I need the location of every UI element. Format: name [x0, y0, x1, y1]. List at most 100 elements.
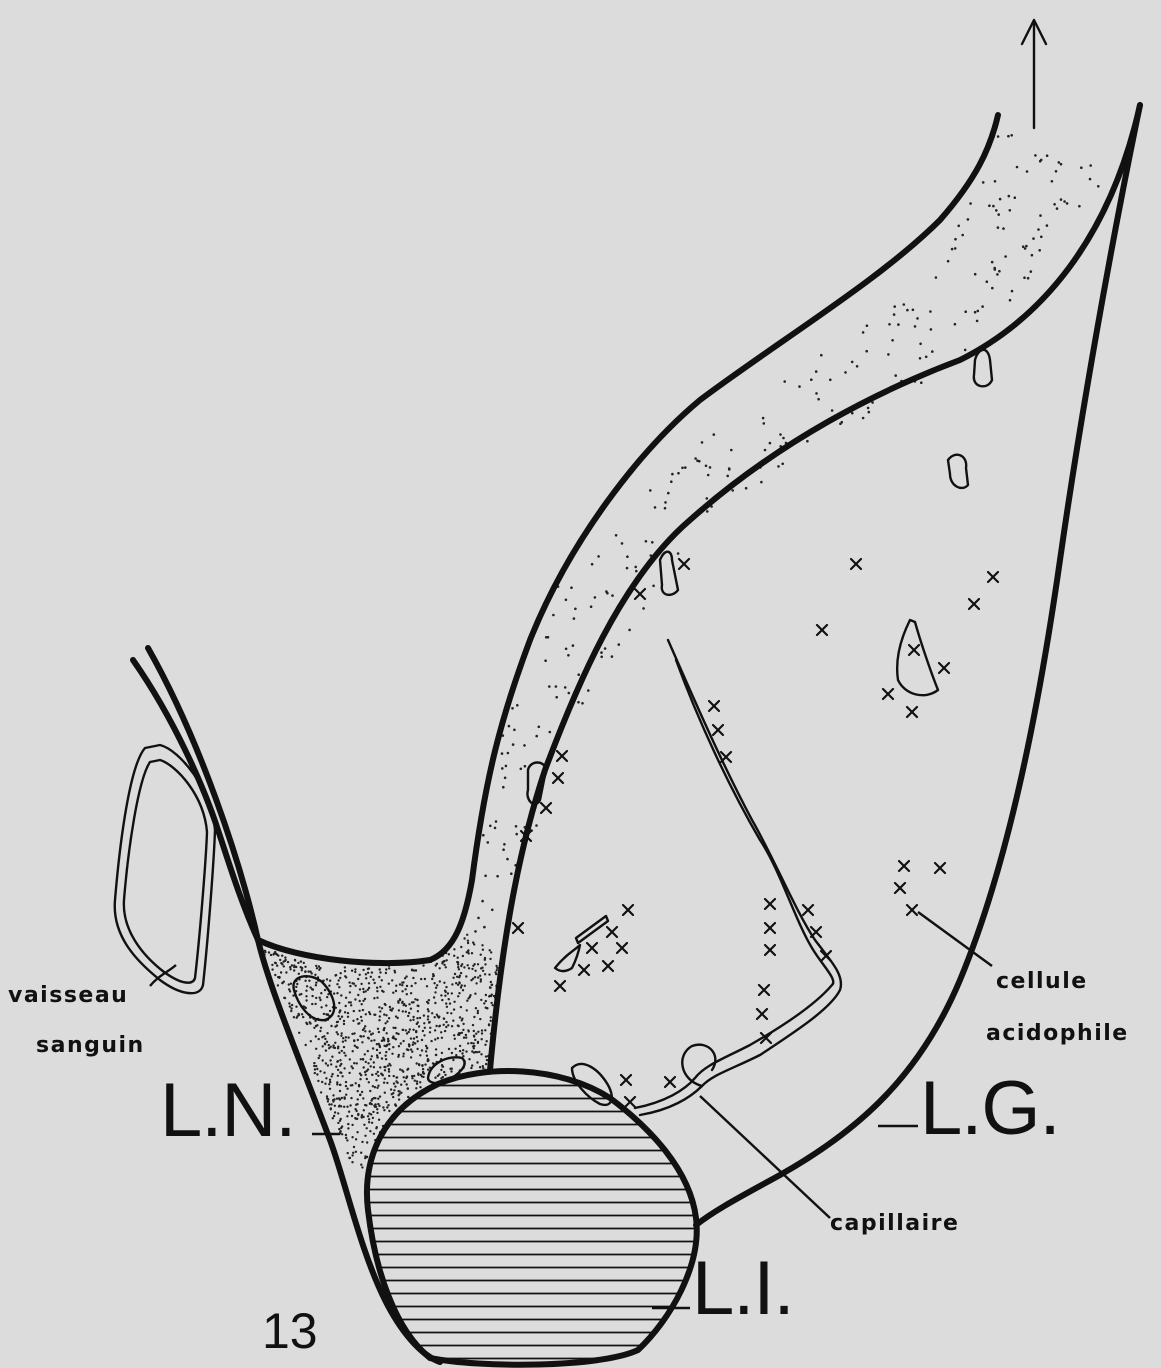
stipple-dot	[314, 1072, 316, 1074]
stipple-dot	[384, 1022, 386, 1024]
stipple-dot	[283, 965, 285, 967]
stipple-dot	[997, 226, 1000, 229]
stipple-dot	[364, 1053, 366, 1055]
stipple-dot	[365, 1061, 367, 1063]
stipple-dot	[461, 984, 463, 986]
label-vaisseau: vaisseau	[8, 983, 128, 1008]
stipple-dot	[330, 1046, 332, 1048]
stipple-dot	[479, 1018, 481, 1020]
stipple-dot	[324, 1038, 326, 1040]
stipple-dot	[477, 976, 479, 978]
stipple-dot	[474, 970, 476, 972]
stipple-dot	[484, 1029, 486, 1031]
stipple-dot	[667, 492, 670, 495]
stipple-dot	[856, 365, 859, 368]
stipple-dot	[424, 1027, 426, 1029]
stipple-dot	[277, 984, 279, 986]
stipple-dot	[324, 989, 326, 991]
stipple-dot	[416, 1017, 418, 1019]
stipple-dot	[831, 409, 834, 412]
stipple-dot	[417, 1010, 419, 1012]
stipple-dot	[457, 957, 459, 959]
stipple-dot	[997, 213, 1000, 216]
stipple-dot	[445, 1002, 447, 1004]
stipple-dot	[421, 1039, 423, 1041]
stipple-dot	[369, 1030, 371, 1032]
stipple-dot	[354, 985, 356, 987]
stipple-dot	[361, 1041, 363, 1043]
stipple-dot	[1004, 255, 1007, 258]
stipple-dot	[777, 465, 780, 468]
stipple-dot	[303, 962, 305, 964]
stipple-dot	[406, 1048, 408, 1050]
stipple-dot	[330, 1063, 332, 1065]
stipple-dot	[473, 963, 475, 965]
stipple-dot	[315, 984, 317, 986]
stipple-dot	[332, 1046, 334, 1048]
label-ln: L.N.	[160, 1068, 295, 1153]
stipple-dot	[387, 1038, 389, 1040]
stipple-dot	[523, 744, 526, 747]
stipple-dot	[412, 1001, 414, 1003]
stipple-dot	[379, 986, 381, 988]
stipple-dot	[406, 993, 408, 995]
label-acidophile: acidophile	[986, 1021, 1129, 1046]
stipple-dot	[441, 1064, 443, 1066]
stipple-dot	[351, 982, 353, 984]
stipple-dot	[293, 964, 295, 966]
stipple-dot	[339, 1084, 341, 1086]
stipple-dot	[487, 841, 490, 844]
stipple-dot	[520, 768, 523, 771]
stipple-dot	[336, 1024, 338, 1026]
stipple-dot	[489, 949, 491, 951]
stipple-dot	[300, 993, 302, 995]
stipple-dot	[386, 1032, 388, 1034]
stipple-dot	[381, 1040, 383, 1042]
stipple-dot	[345, 1081, 347, 1083]
stipple-dot	[329, 1010, 331, 1012]
stipple-dot	[310, 1040, 312, 1042]
stipple-dot	[508, 725, 511, 728]
stipple-dot	[489, 825, 492, 828]
label-li: L.I.	[692, 1246, 794, 1331]
stipple-dot	[489, 958, 491, 960]
stipple-dot	[481, 1038, 483, 1040]
stipple-dot	[407, 1015, 409, 1017]
stipple-dot	[383, 1013, 385, 1015]
stipple-dot	[694, 457, 697, 460]
stipple-dot	[391, 1093, 393, 1095]
stipple-dot	[320, 1027, 322, 1029]
stipple-dot	[634, 566, 637, 569]
stipple-dot	[336, 1081, 338, 1083]
stipple-dot	[351, 970, 353, 972]
stipple-dot	[350, 1097, 352, 1099]
stipple-dot	[385, 968, 387, 970]
stipple-dot	[355, 1082, 357, 1084]
stipple-dot	[367, 1037, 369, 1039]
stipple-dot	[359, 1078, 361, 1080]
stipple-dot	[363, 1035, 365, 1037]
stipple-dot	[315, 1048, 317, 1050]
stipple-dot	[357, 1114, 359, 1116]
stipple-dot	[781, 463, 784, 466]
stipple-dot	[681, 467, 684, 470]
stipple-dot	[379, 971, 381, 973]
stipple-dot	[344, 1098, 346, 1100]
stipple-dot	[468, 1030, 470, 1032]
stipple-dot	[338, 986, 340, 988]
stipple-dot	[378, 1019, 380, 1021]
stipple-dot	[565, 599, 568, 602]
stipple-dot	[430, 1040, 432, 1042]
stipple-dot	[991, 287, 994, 290]
stipple-dot	[1060, 198, 1063, 201]
stipple-dot	[296, 1017, 298, 1019]
stipple-dot	[494, 971, 496, 973]
stipple-dot	[726, 475, 729, 478]
stipple-dot	[337, 1112, 339, 1114]
stipple-dot	[378, 976, 380, 978]
stipple-dot	[572, 644, 575, 647]
stipple-dot	[349, 1104, 351, 1106]
stipple-dot	[995, 209, 998, 212]
stipple-dot	[284, 959, 286, 961]
stipple-dot	[1031, 254, 1034, 257]
